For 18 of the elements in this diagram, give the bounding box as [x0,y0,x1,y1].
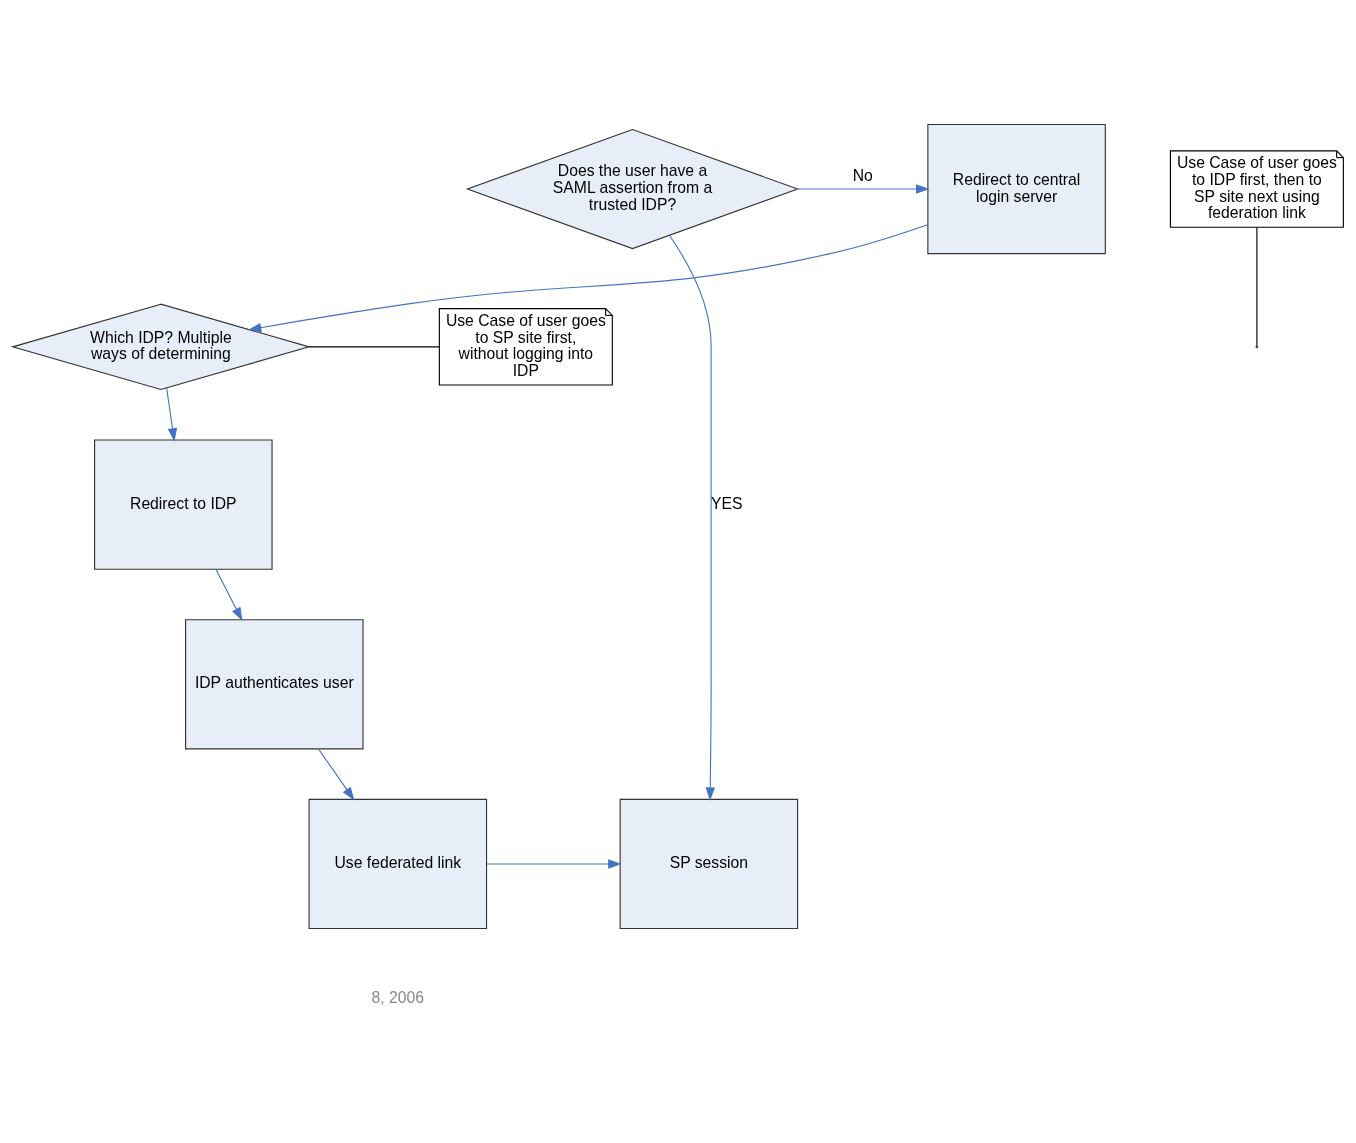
arrow [166,386,178,442]
node-box: SP session [619,798,799,929]
node-box: Use federated link [308,798,488,929]
arrow [797,183,930,194]
arrow [486,858,622,869]
arrow [215,568,243,621]
node-box: Redirect to central login server [927,123,1106,254]
node-diamond: Does the user have a SAML assertion from a trusted IDP? [465,128,800,249]
arrow [247,223,929,332]
edge-label: No [852,166,873,184]
edge-label: YES [711,494,743,512]
arrow [317,747,355,801]
arrow [668,234,715,801]
node-box: Redirect to IDP [94,439,273,570]
label: 8, 2006 [371,988,425,1006]
node-box: IDP authenticates user [185,618,364,749]
connector [308,345,440,347]
node-diamond: Which IDP? Multiple ways of determining [10,303,312,390]
